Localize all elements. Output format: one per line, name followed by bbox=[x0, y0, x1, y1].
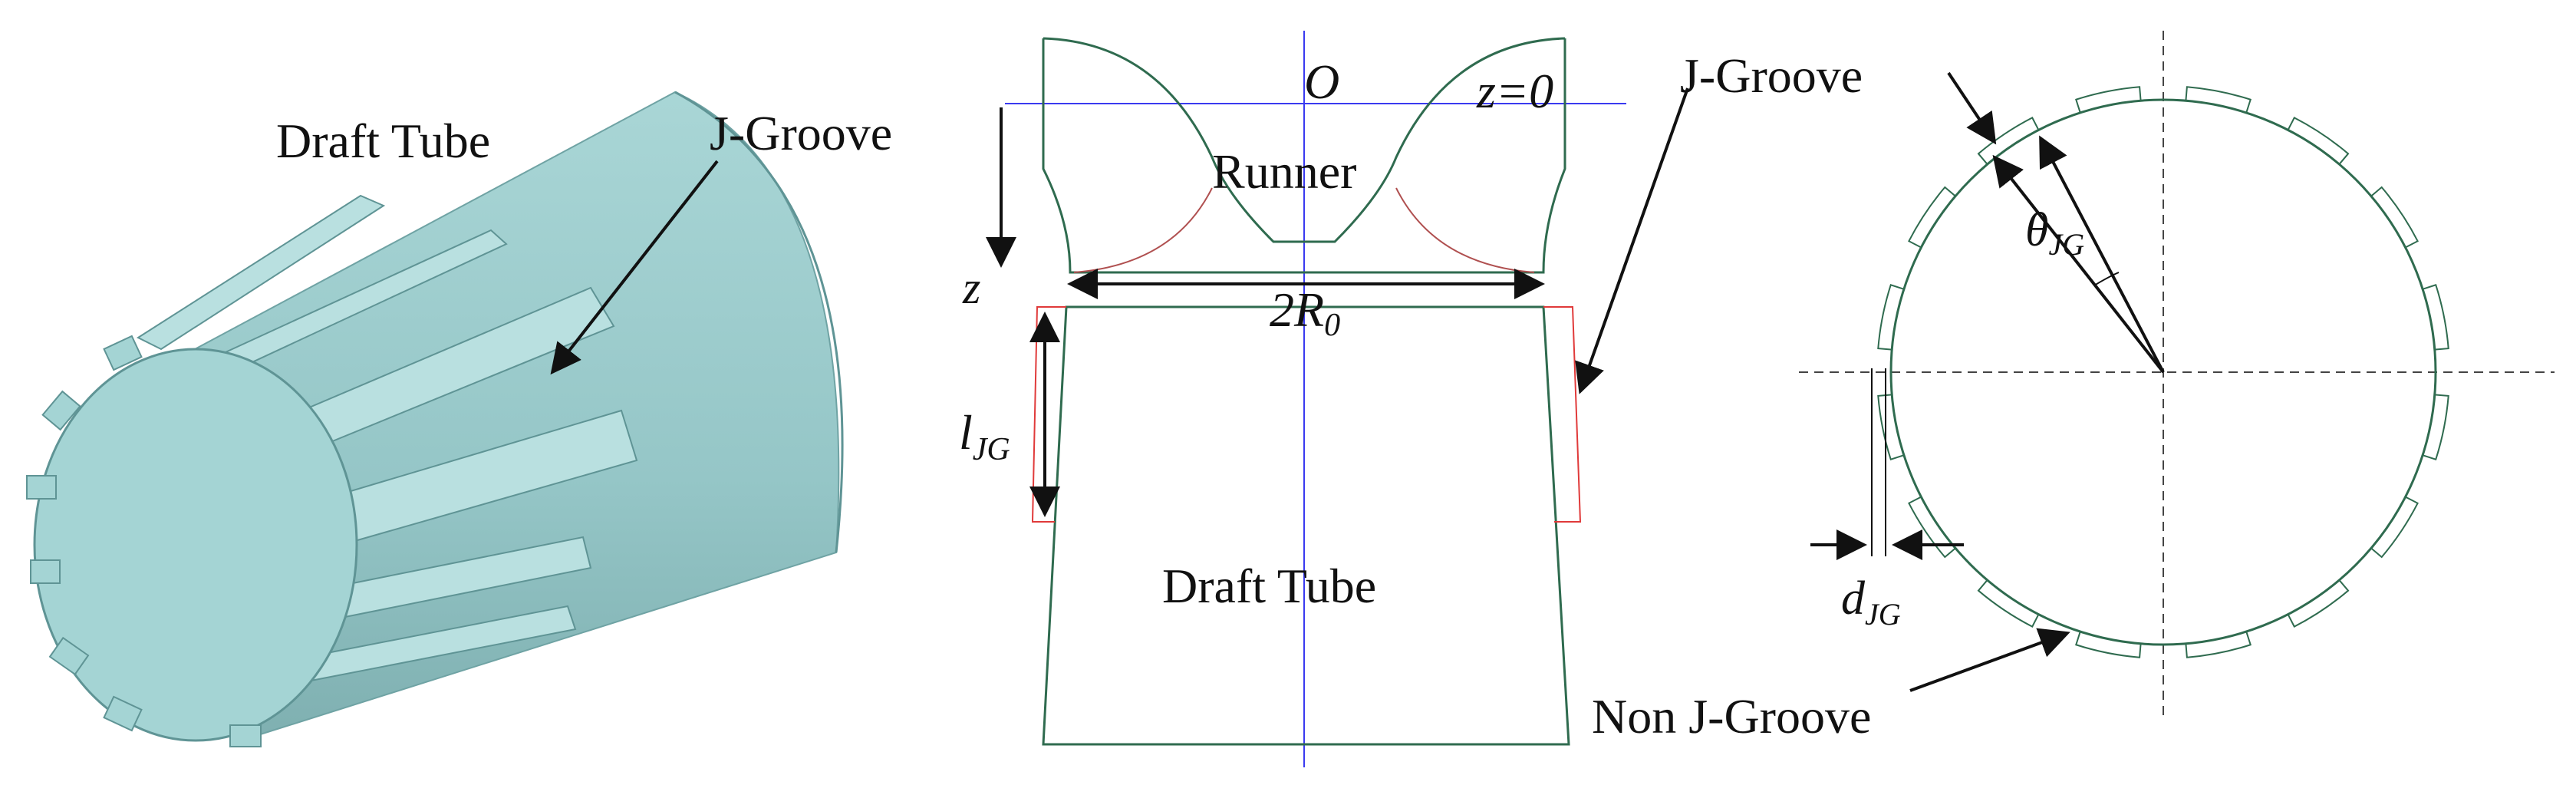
theta-arc bbox=[2093, 272, 2120, 286]
groove-tooth bbox=[2287, 579, 2350, 628]
groove-tooth bbox=[2185, 631, 2252, 658]
theta-ray-1 bbox=[1992, 154, 2165, 374]
groove-tooth bbox=[2185, 86, 2252, 114]
runner-blade-curve-right bbox=[1395, 187, 1535, 273]
groove-tooth bbox=[2422, 284, 2449, 351]
groove-tooth bbox=[2370, 186, 2419, 249]
groove-tooth bbox=[2370, 496, 2419, 559]
draft-tube-3d: Draft Tube J-Groove bbox=[26, 91, 892, 747]
theta-label: θJG bbox=[2025, 204, 2084, 262]
groove-tooth bbox=[2075, 631, 2142, 658]
groove-tooth bbox=[1877, 394, 1905, 460]
tube-outlet-rim bbox=[674, 91, 844, 553]
groove-tooth bbox=[1977, 579, 2040, 628]
runner-blade-curve-left bbox=[1073, 187, 1213, 273]
groove-tooth bbox=[2422, 394, 2449, 460]
groove-tooth bbox=[2075, 86, 2142, 114]
groove-right bbox=[1543, 306, 1582, 523]
groove-tooth bbox=[2287, 117, 2350, 165]
non-groove-label: Non J-Groove bbox=[1592, 689, 1871, 744]
groove-tooth bbox=[1877, 284, 1905, 351]
groove-ring bbox=[1877, 86, 2449, 658]
diameter-label: 2R0 bbox=[1270, 282, 1340, 343]
non-groove-arrow bbox=[1909, 628, 2070, 692]
circular-section bbox=[1799, 31, 2555, 721]
z-axis-label: z bbox=[962, 262, 980, 313]
theta-ray-2 bbox=[2039, 135, 2165, 373]
j-groove-right-arrow bbox=[1947, 71, 1997, 145]
j-groove-mid-label: J-Groove bbox=[1680, 48, 1863, 103]
draft-tube-section-label: Draft Tube bbox=[1162, 559, 1376, 613]
j-groove-3d-arrow bbox=[550, 160, 719, 375]
j-groove-mid-arrow bbox=[1575, 87, 1689, 394]
j-groove-3d-label: J-Groove bbox=[710, 106, 892, 160]
runner-label: Runner bbox=[1212, 144, 1356, 199]
groove-tooth bbox=[1977, 117, 2040, 165]
groove-length-label: lJG bbox=[959, 405, 1010, 467]
draft-tube-3d-label: Draft Tube bbox=[276, 114, 490, 168]
cross-section bbox=[1005, 31, 1626, 767]
draft-tube-outline bbox=[1042, 305, 1570, 746]
depth-label: dJG bbox=[1841, 572, 1901, 632]
groove-tooth bbox=[1908, 496, 1956, 559]
z-zero-label: z=0 bbox=[1476, 64, 1553, 118]
groove-tooth bbox=[1908, 186, 1956, 249]
non-groove-circle bbox=[1889, 98, 2437, 646]
inlet-face bbox=[26, 335, 358, 747]
origin-label: O bbox=[1304, 54, 1339, 109]
